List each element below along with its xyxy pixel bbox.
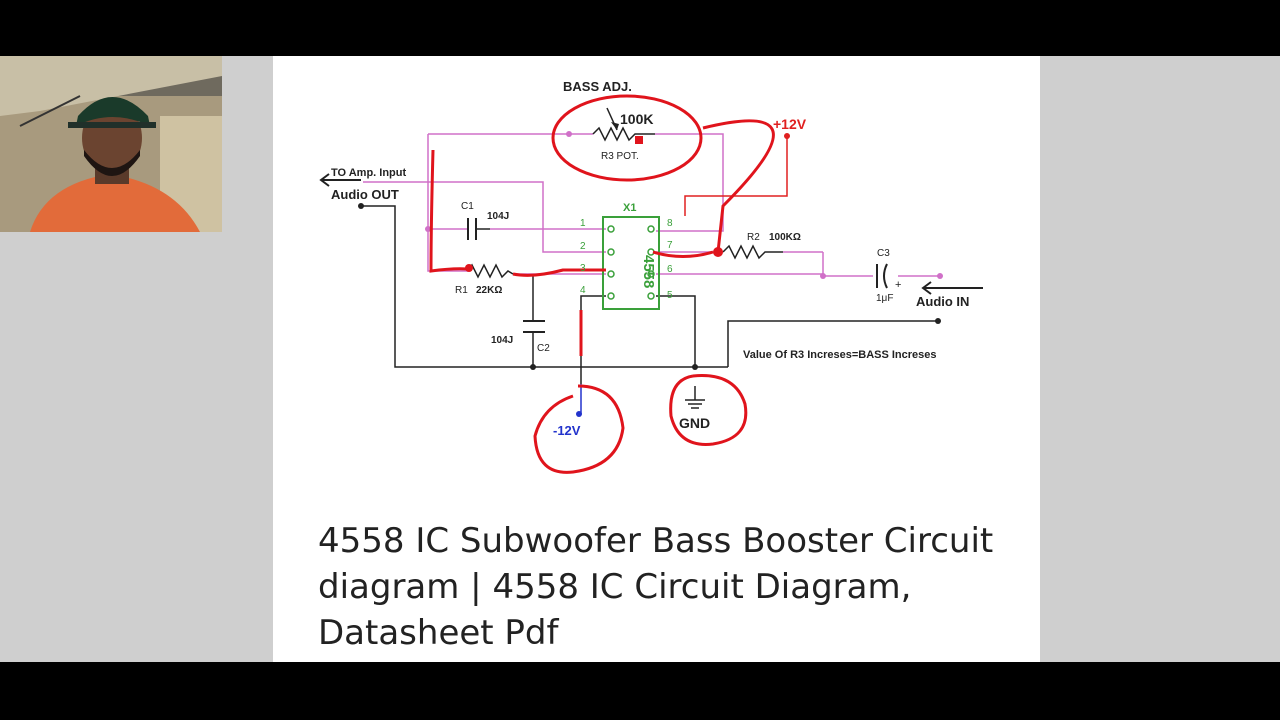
note-label: Value Of R3 Increses=BASS Increses [743,349,937,361]
terminal-dots [358,203,941,370]
ic-pins [607,225,655,300]
c3-value: 1μF [876,293,893,304]
caption-line-3: Datasheet Pdf [318,613,559,653]
audio-out-label: Audio OUT [331,187,399,202]
plus-terminal-dot [784,133,790,139]
r2-resistor [722,244,783,260]
pot-value-label: 100K [620,111,653,127]
io-arrows [319,173,983,295]
ic-4558 [602,216,660,310]
junction-dots [425,131,943,279]
pin-8: 8 [667,218,673,229]
c1-label: C1 [461,201,474,212]
plus-supply-label: +12V [773,116,807,132]
to-amp-label: TO Amp. Input [331,167,406,179]
c1-value: 104J [487,211,509,222]
c3-label: C3 [877,248,890,259]
minus-terminal-dot [576,411,582,417]
r1-resistor [467,263,514,279]
r3-potentiometer [592,126,655,142]
r1-value: 22KΩ [476,285,502,296]
presenter-video [0,56,222,232]
plus-supply-wire [684,136,788,216]
pin-2: 2 [580,241,586,252]
caption-line-2: diagram | 4558 IC Circuit Diagram, [318,567,912,607]
caption-line-1: 4558 IC Subwoofer Bass Booster Circuit [318,521,994,561]
r2-label: R2 [747,232,760,243]
ic-ref-label: X1 [623,202,636,214]
pin-1: 1 [580,218,586,229]
r1-label: R1 [455,285,468,296]
c2-value: 104J [491,335,513,346]
c3-plus: + [895,279,901,291]
c2-label: C2 [537,343,550,354]
pin-3: 3 [580,263,586,274]
pot-label: R3 POT. [601,151,639,162]
pin-4: 4 [580,285,586,296]
webcam-overlay [0,56,222,232]
minus-supply-label: -12V [553,423,581,438]
pin-6: 6 [667,264,673,275]
letterbox-bottom [0,662,1280,720]
bass-adj-label: BASS ADJ. [563,79,632,94]
letterbox-top [0,0,1280,56]
pin-5: 5 [667,290,673,301]
r2-value: 100KΩ [769,232,801,243]
pin-7: 7 [667,240,673,251]
slide-card [273,56,1040,662]
annotation-dot [713,247,723,257]
audio-in-label: Audio IN [916,294,969,309]
ic-name-label: 4558 [640,255,657,288]
slide-caption: 4558 IC Subwoofer Bass Booster Circuit d… [318,518,1018,656]
gnd-label: GND [679,415,710,431]
circuit-diagram: BASS ADJ. 100K R3 POT. +12V TO Amp. Inpu… [319,79,983,474]
red-annotations [429,94,775,474]
ground-symbol [685,386,705,409]
